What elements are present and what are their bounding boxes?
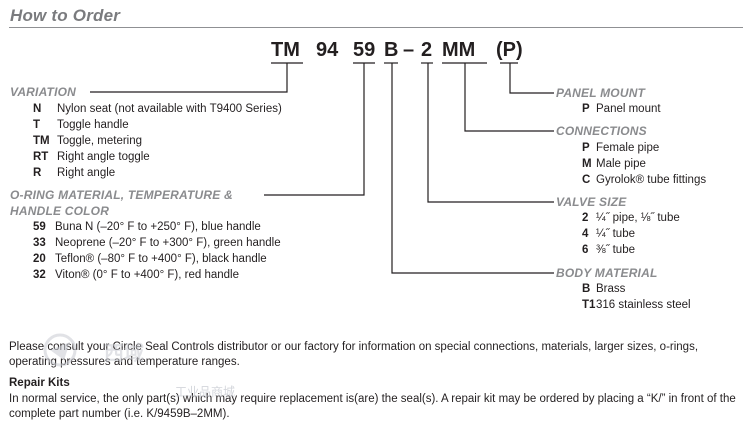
code-p: (P) [496,39,523,61]
list-item: T1316 stainless steel [582,299,691,311]
watermark [40,330,80,375]
title-divider [9,27,743,28]
watermark-logo-text: 西域 [104,343,144,365]
watermark-text: 工业品商城 [175,385,236,399]
connections-heading: CONNECTIONS [556,124,647,138]
oring-heading-2: HANDLE COLOR [10,204,110,218]
page-title: How to Order [10,6,121,25]
code-94: 94 [316,39,339,61]
oring-heading: O-RING MATERIAL, TEMPERATURE & [10,188,233,202]
code-mm: MM [442,39,476,61]
panel-mount-heading: PANEL MOUNT [556,86,646,100]
valve-size-heading: VALVE SIZE [556,195,627,209]
code-b: B [384,39,399,61]
code-dash: – [403,39,415,61]
code-2: 2 [421,39,433,61]
repair-kits-heading: Repair Kits [9,377,70,389]
repair-kits-paragraph: In normal service, the only part(s) whic… [9,393,736,420]
code-59: 59 [353,39,376,61]
variation-heading: VARIATION [10,85,77,99]
code-tm: TM [271,39,300,61]
body-material-heading: BODY MATERIAL [556,266,658,280]
watermark-logo-icon [43,333,77,367]
